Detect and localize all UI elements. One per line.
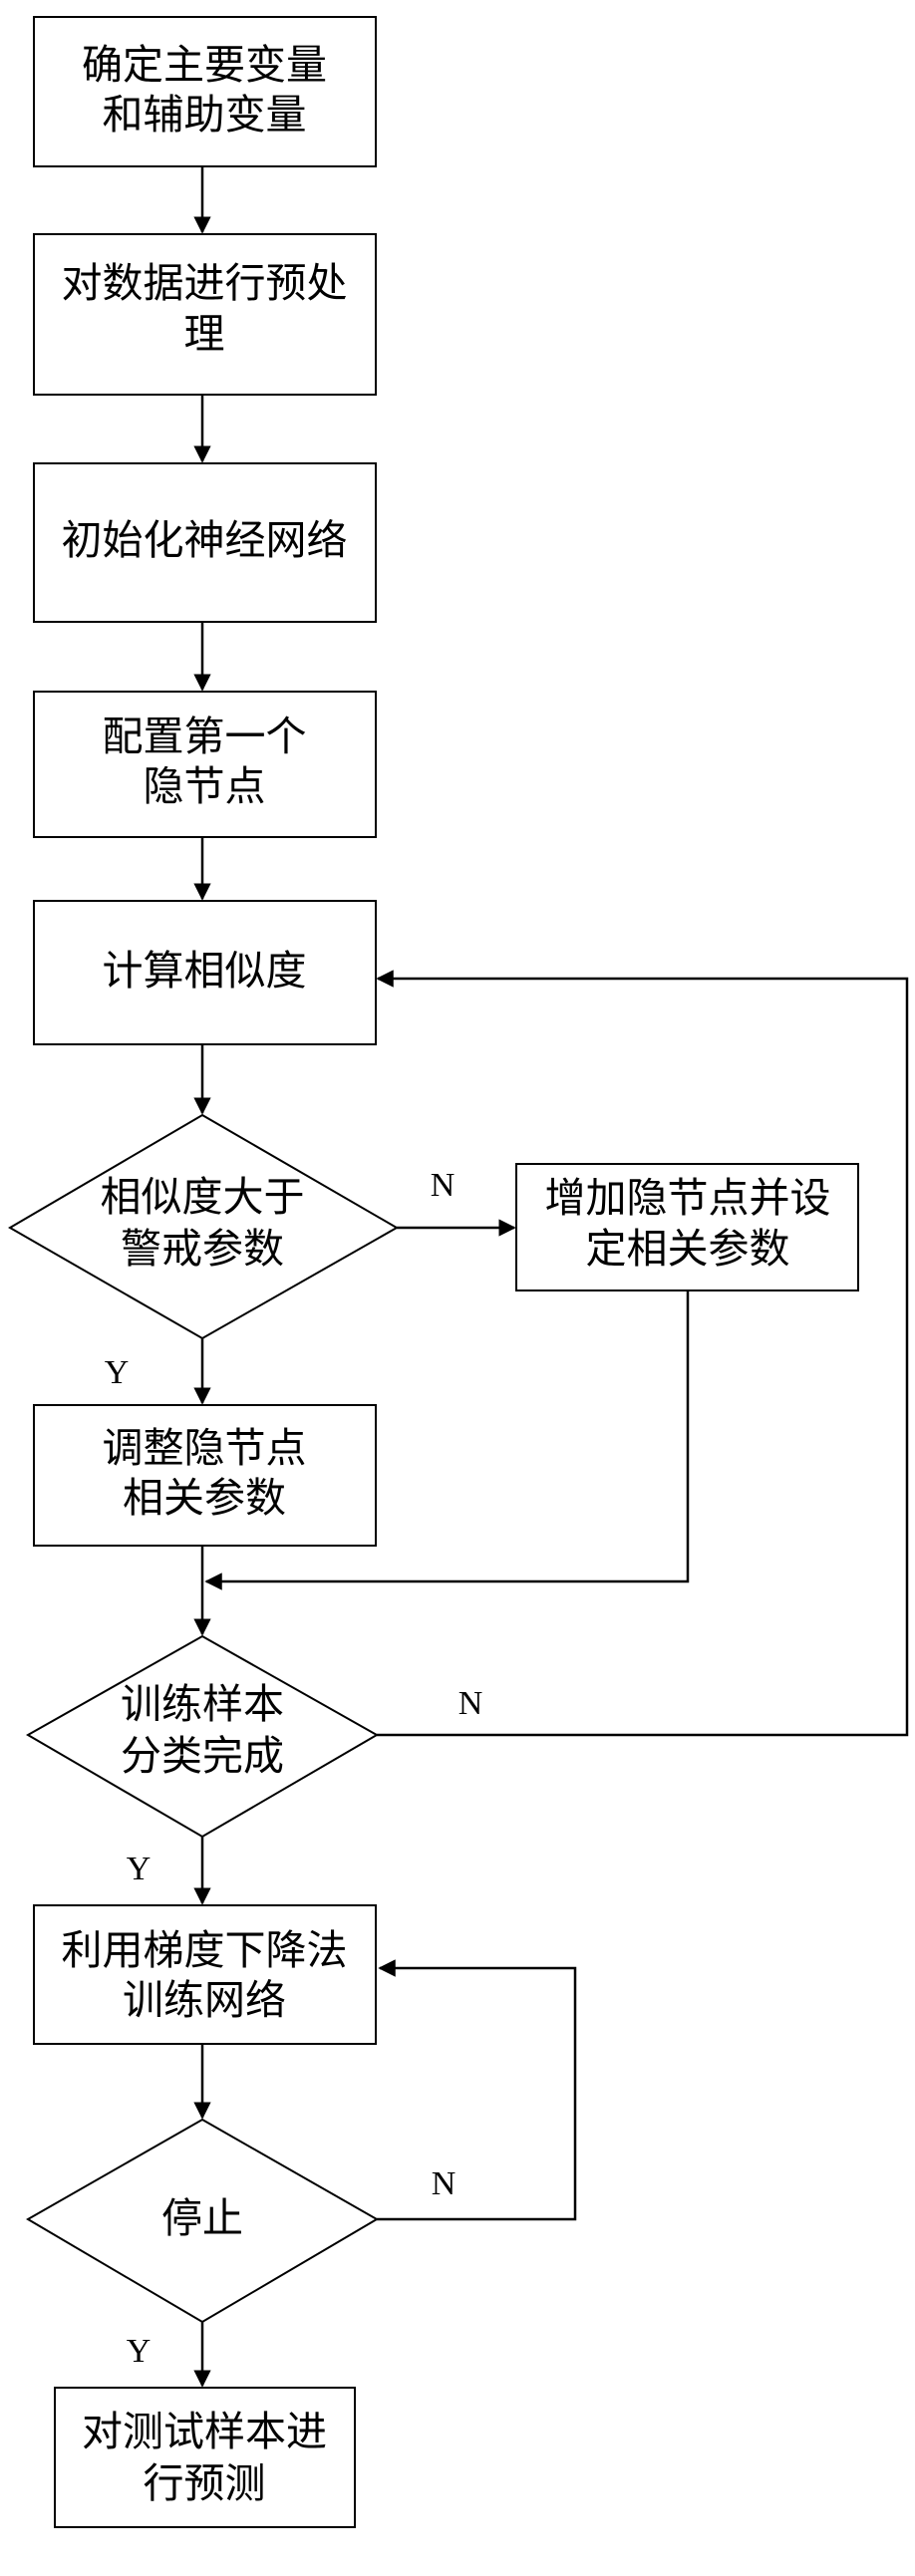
preprocess-line2: 理: [184, 310, 225, 358]
stop-label: 停止: [161, 2194, 243, 2242]
predict-line2: 行预测: [144, 2459, 266, 2507]
similarity-check-line1: 相似度大于: [101, 1173, 305, 1221]
node-training-done: [25, 1634, 380, 1839]
add-hidden-line2: 定相关参数: [586, 1225, 790, 1273]
edge-traindone-no-to-calc: [376, 970, 909, 1737]
node-define-variables: [33, 16, 377, 167]
init-network-label: 初始化神经网络: [62, 516, 348, 564]
node-preprocess-data: [33, 233, 377, 396]
preprocess-line1: 对数据进行预处: [62, 259, 348, 307]
node-calc-similarity: [33, 900, 377, 1045]
adjust-hidden-line2: 相关参数: [123, 1474, 286, 1522]
edge-label-train-yes: Y: [127, 1851, 152, 1887]
edge-label-sim-yes: Y: [105, 1354, 130, 1391]
gradient-line1: 利用梯度下降法: [62, 1926, 348, 1974]
node-stop-check: [26, 2118, 379, 2324]
node-gradient-descent: [33, 1904, 377, 2045]
node-add-hidden: [515, 1163, 859, 1291]
edge-stop-no-to-gradient: [377, 1959, 577, 2221]
define-variables-line1: 确定主要变量: [82, 41, 327, 89]
config-hidden-line2: 隐节点: [144, 762, 266, 810]
adjust-hidden-line1: 调整隐节点: [103, 1424, 307, 1472]
node-similarity-check: [8, 1113, 400, 1340]
predict-line1: 对测试样本进: [82, 2408, 327, 2455]
calc-similarity-label: 计算相似度: [103, 947, 307, 995]
gradient-line2: 训练网络: [123, 1976, 286, 2024]
edge-label-stop-yes: Y: [127, 2333, 152, 2370]
node-init-network: [33, 462, 377, 623]
config-hidden-line1: 配置第一个: [103, 713, 307, 760]
node-adjust-hidden: [33, 1404, 377, 1547]
add-hidden-line1: 增加隐节点并设: [545, 1174, 831, 1222]
training-done-line1: 训练样本: [121, 1680, 284, 1728]
edge-label-stop-no: N: [432, 2165, 457, 2202]
node-config-first-hidden: [33, 691, 377, 838]
similarity-check-line2: 警戒参数: [121, 1225, 284, 1273]
edge-label-train-no: N: [458, 1685, 483, 1722]
edge-label-sim-no: N: [431, 1167, 456, 1204]
training-done-line2: 分类完成: [121, 1732, 284, 1780]
edge-add-to-merge: [204, 1290, 690, 1590]
node-predict-test: [54, 2387, 356, 2528]
define-variables-line2: 和辅助变量: [103, 91, 307, 139]
